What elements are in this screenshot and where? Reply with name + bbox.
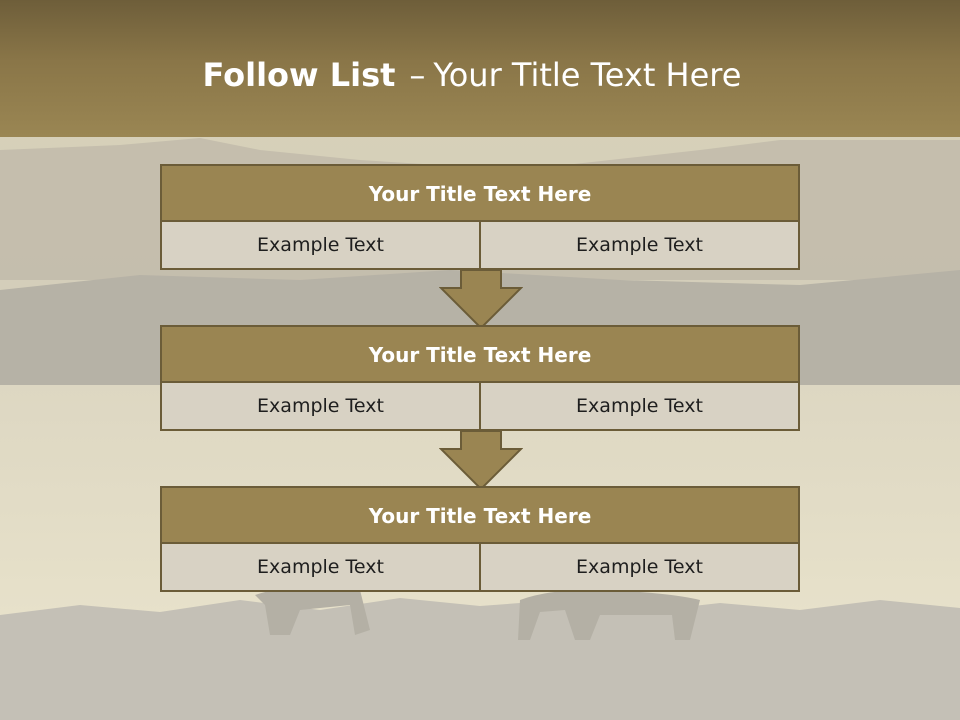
title-bold: Follow List [202,56,396,94]
block-left-text: Example Text [257,395,384,417]
block-title: Your Title Text Here [162,488,798,544]
block-title: Your Title Text Here [162,166,798,222]
block-left-text: Example Text [257,556,384,578]
block-right-text: Example Text [479,222,798,268]
block-row: Example Text Example Text [162,222,798,268]
list-block-2: Your Title Text Here Example Text Exampl… [160,325,800,431]
list-block-1: Your Title Text Here Example Text Exampl… [160,164,800,270]
slide-title: Follow List–Your Title Text Here [0,55,944,95]
down-arrow-icon [439,431,523,491]
title-rest: Your Title Text Here [433,56,742,94]
block-title: Your Title Text Here [162,327,798,383]
title-dash: – [409,56,426,94]
block-row: Example Text Example Text [162,544,798,590]
header-band: Follow List–Your Title Text Here [0,0,960,137]
block-row: Example Text Example Text [162,383,798,429]
block-right-text: Example Text [479,544,798,590]
down-arrow-icon [439,270,523,330]
block-right-text: Example Text [479,383,798,429]
list-block-3: Your Title Text Here Example Text Exampl… [160,486,800,592]
block-left-text: Example Text [257,234,384,256]
